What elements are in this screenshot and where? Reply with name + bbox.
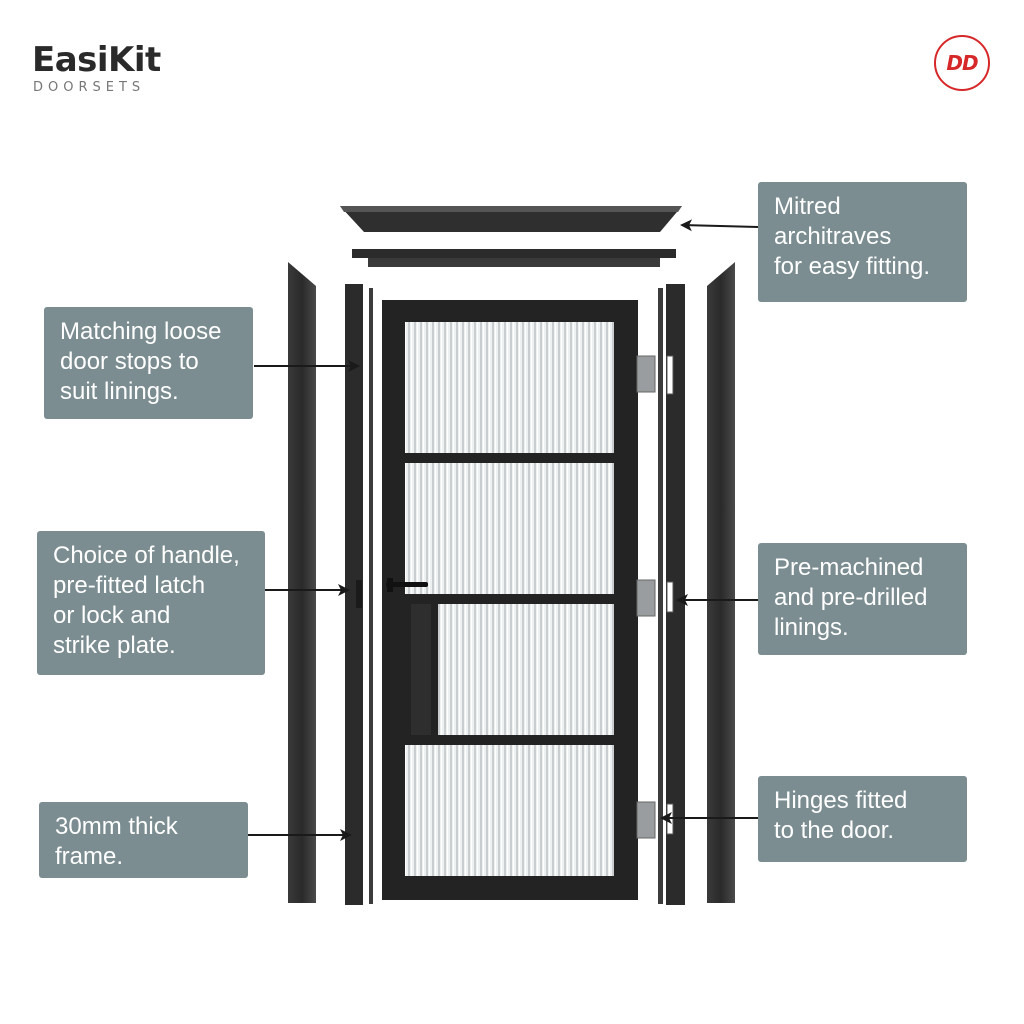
left-lining [345,284,373,905]
right-lining [658,284,685,905]
dd-logo-badge: DD [934,35,990,91]
brand-name: EasiKit [32,40,161,80]
callout-linings: Pre-machined and pre-drilled linings. [758,543,967,655]
right-architrave [707,262,735,903]
callout-door-stops: Matching loose door stops to suit lining… [44,307,253,419]
head-lining [352,249,676,267]
arrow-architraves [680,219,759,232]
door-hinges [636,355,656,839]
callout-arrows [248,219,759,841]
left-architrave [288,262,316,903]
top-architrave [340,206,682,232]
callout-frame: 30mm thick frame. [39,802,248,878]
callout-handle: Choice of handle, pre-fitted latch or lo… [37,531,265,675]
door-leaf [382,300,638,900]
callout-architraves: Mitred architraves for easy fitting. [758,182,967,302]
dd-logo-text: DD [946,51,978,75]
callout-hinges: Hinges fitted to the door. [758,776,967,862]
door-handle [386,578,428,592]
brand-tagline: DOORSETS [33,80,146,95]
